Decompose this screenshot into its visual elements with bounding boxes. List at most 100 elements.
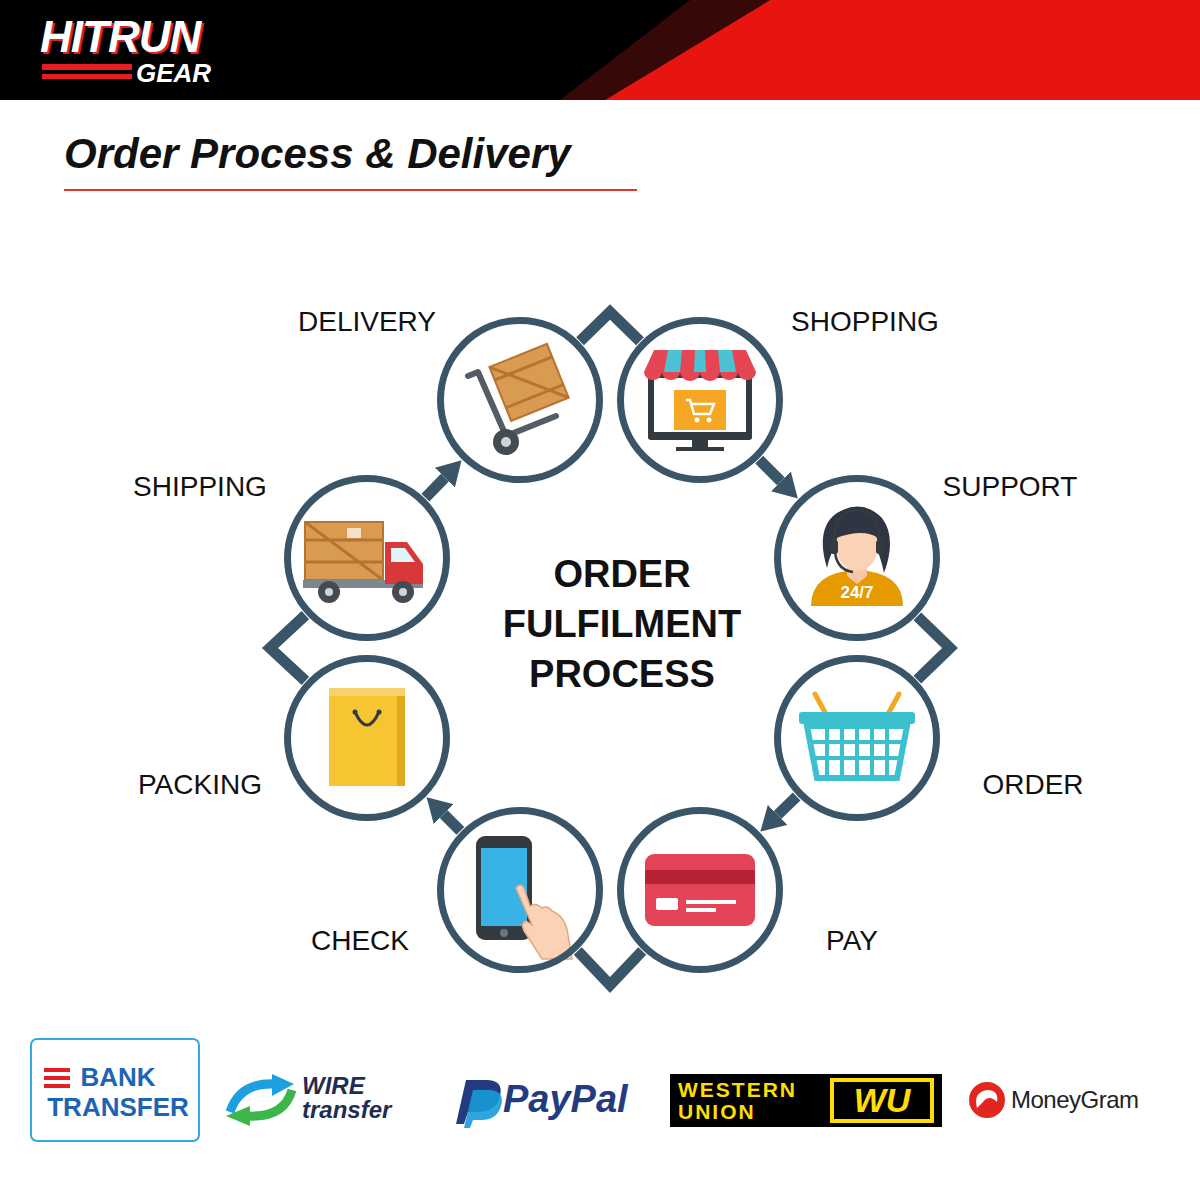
circle-outline bbox=[778, 479, 937, 638]
circle-outline bbox=[288, 659, 447, 818]
moneygram-mark bbox=[969, 1082, 1005, 1118]
header-bar bbox=[560, 0, 770, 100]
page-title: Order Process & Delivery bbox=[64, 130, 571, 178]
step-label: CHECK bbox=[311, 925, 409, 957]
payment-logo: MoneyGram bbox=[1011, 1086, 1139, 1114]
shop-icon bbox=[648, 372, 752, 440]
brand-logo: GEAR bbox=[136, 58, 211, 89]
basket-icon bbox=[807, 726, 907, 778]
support-icon bbox=[823, 507, 890, 573]
western-union-logo bbox=[830, 1078, 934, 1123]
support-icon bbox=[811, 507, 903, 606]
circle-outline bbox=[437, 807, 603, 973]
card-icon bbox=[686, 908, 716, 912]
moneygram-mark bbox=[976, 1090, 997, 1108]
shop-icon bbox=[695, 418, 700, 423]
payment-logo: PayPal bbox=[503, 1078, 628, 1121]
process-circle: PAY bbox=[617, 807, 783, 973]
payment-logo: BANK TRANSFER bbox=[38, 1062, 198, 1122]
bank-transfer-logo bbox=[44, 1068, 70, 1072]
paypal-mark bbox=[456, 1080, 502, 1128]
process-circle: CHECK bbox=[437, 807, 603, 973]
circle-outline bbox=[288, 479, 447, 638]
bag-icon bbox=[329, 694, 405, 786]
step-label: SHOPPING bbox=[791, 306, 939, 338]
truck-icon bbox=[305, 522, 383, 580]
shop-icon bbox=[644, 350, 756, 451]
circle-outline bbox=[441, 321, 600, 480]
truck-icon bbox=[305, 522, 383, 580]
handtruck-icon bbox=[489, 344, 568, 421]
title-underline bbox=[64, 189, 637, 191]
bank-transfer-logo bbox=[31, 1039, 199, 1141]
shop-icon bbox=[718, 350, 736, 372]
truck-icon bbox=[303, 522, 423, 603]
shop-icon bbox=[654, 378, 746, 432]
shop-icon bbox=[686, 400, 714, 414]
process-circle: ORDER bbox=[774, 655, 940, 821]
header-bar bbox=[0, 0, 1200, 100]
logo-stripes bbox=[42, 64, 132, 70]
support-icon bbox=[876, 540, 884, 554]
step-label: PAY bbox=[826, 925, 878, 957]
wire-transfer-logo bbox=[248, 1090, 292, 1116]
wire-transfer-logo bbox=[226, 1074, 294, 1126]
handtruck-icon bbox=[489, 344, 568, 421]
circle-outline bbox=[774, 655, 940, 821]
phone-icon bbox=[516, 885, 572, 959]
phone-icon bbox=[476, 836, 572, 959]
handtruck-icon bbox=[468, 372, 556, 436]
circle-outline bbox=[617, 807, 783, 973]
shop-icon bbox=[674, 390, 726, 430]
step-label: ORDER bbox=[982, 769, 1083, 801]
western-union-logo bbox=[670, 1074, 942, 1127]
logo-stripes bbox=[42, 74, 132, 79]
flow-connector bbox=[778, 796, 797, 814]
wire-transfer-logo bbox=[230, 1084, 275, 1112]
card-icon bbox=[645, 870, 755, 884]
shop-icon bbox=[707, 418, 712, 423]
step-label: PACKING bbox=[138, 769, 262, 801]
payment-logo: WU bbox=[854, 1081, 911, 1120]
truck-icon bbox=[399, 588, 407, 596]
flow-connector bbox=[580, 312, 640, 341]
bank-transfer-logo bbox=[44, 1076, 70, 1080]
payment-logo: WIRE transfer bbox=[302, 1074, 420, 1122]
flow-connector bbox=[425, 478, 444, 498]
payment-logo: WESTERN UNION bbox=[678, 1079, 828, 1123]
bag-icon bbox=[353, 710, 358, 715]
flow-connector bbox=[917, 616, 950, 679]
shop-icon bbox=[676, 447, 724, 451]
western-union-logo bbox=[670, 1074, 942, 1127]
shop-icon bbox=[694, 350, 706, 372]
step-label: SHIPPING bbox=[133, 471, 267, 503]
basket-icon bbox=[809, 726, 905, 778]
header-bar bbox=[0, 0, 1200, 100]
shop-icon bbox=[692, 440, 708, 448]
shop-icon bbox=[644, 350, 756, 372]
support-icon bbox=[834, 510, 880, 544]
circle-outline bbox=[774, 475, 940, 641]
circle-outline bbox=[778, 659, 937, 818]
handtruck-icon bbox=[468, 344, 569, 455]
bank-transfer-logo bbox=[44, 1084, 70, 1088]
circle-outline bbox=[441, 811, 600, 970]
circle-outline bbox=[621, 321, 780, 480]
moneygram-mark bbox=[969, 1082, 1005, 1118]
process-circle: PACKING bbox=[284, 655, 450, 821]
circle-outline bbox=[284, 655, 450, 821]
support-icon bbox=[836, 518, 878, 538]
truck-icon bbox=[391, 548, 415, 562]
bank-transfer-logo bbox=[31, 1039, 199, 1141]
brand-logo: HITRUN bbox=[40, 12, 200, 62]
card-icon bbox=[645, 854, 755, 926]
circle-outline bbox=[617, 317, 783, 483]
badge-text: 24/7 bbox=[840, 583, 873, 603]
card-icon bbox=[656, 898, 678, 910]
step-label: DELIVERY bbox=[298, 306, 436, 338]
center-heading: ORDER FULFILMENT PROCESS bbox=[477, 549, 767, 699]
truck-icon bbox=[325, 588, 333, 596]
bag-icon bbox=[329, 688, 405, 786]
